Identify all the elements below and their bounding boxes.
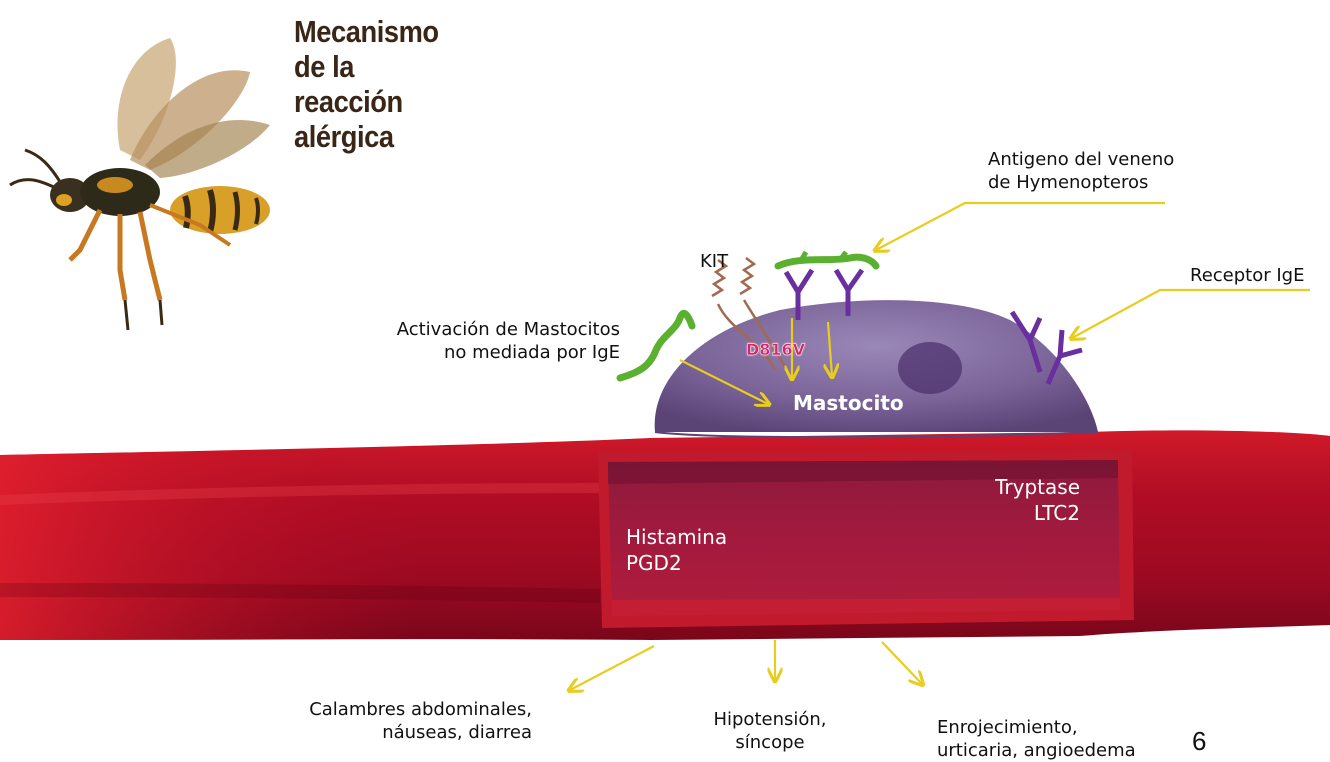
page-title: Mecanismo de la reacción alérgica <box>294 14 439 154</box>
title-line: alérgica <box>294 119 439 154</box>
effect-cutaneous: Enrojecimiento, urticaria, angioedema <box>937 716 1136 762</box>
mast-cell <box>655 300 1098 437</box>
arrow-effect-1 <box>570 646 654 690</box>
arrow-effect-3 <box>882 642 922 684</box>
title-line: reacción <box>294 84 439 119</box>
receptor-label: Receptor IgE <box>1190 264 1304 287</box>
arrow-receptor <box>1072 290 1310 338</box>
effect-cardiovascular: Hipotensión, síncope <box>700 708 840 754</box>
mutation-label: D816V <box>746 338 805 361</box>
mediators-left-label: Histamina PGD2 <box>626 524 727 576</box>
title-line: Mecanismo <box>294 14 439 49</box>
arrow-antigen <box>876 203 1165 250</box>
mediators-right-label: Tryptase LTC2 <box>940 474 1080 526</box>
wasp-illustration <box>10 38 270 330</box>
activation-label: Activación de Mastocitos no mediada por … <box>370 318 620 364</box>
mast-cell-label: Mastocito <box>793 392 904 415</box>
effect-gastrointestinal: Calambres abdominales, náuseas, diarrea <box>280 698 532 744</box>
title-line: de la <box>294 49 439 84</box>
page-number: 6 <box>1192 726 1206 757</box>
kit-label: KIT <box>700 250 728 273</box>
antigen-label: Antigeno del veneno de Hymenopteros <box>988 148 1174 194</box>
